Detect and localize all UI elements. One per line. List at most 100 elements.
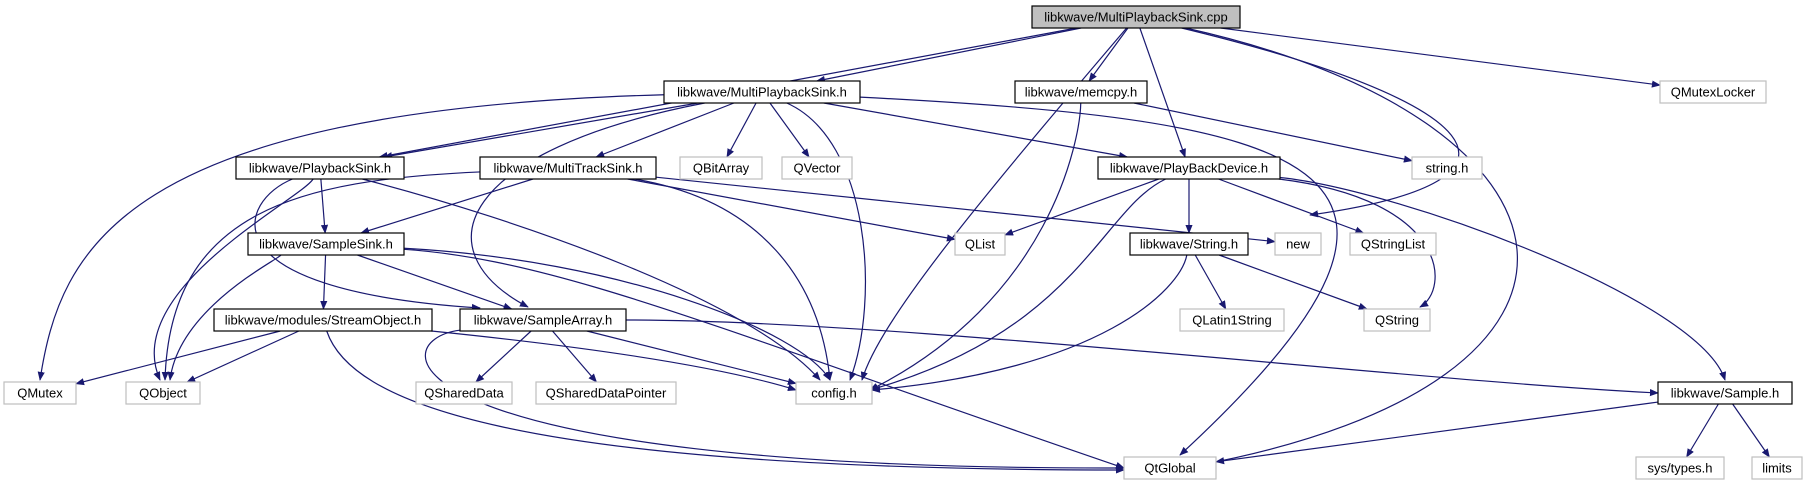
edge-n1-n5 xyxy=(595,102,735,158)
edge-n4-n10 xyxy=(320,178,329,234)
node-box xyxy=(1097,156,1281,180)
edge-n5-n10 xyxy=(360,178,534,235)
node-box xyxy=(3,381,77,405)
node-label: libkwave/modules/StreamObject.h xyxy=(225,313,422,328)
graph-node-n27: limits xyxy=(1751,456,1803,480)
edge-n1-n25 xyxy=(859,96,1338,456)
edge-n15-n23 xyxy=(431,330,797,392)
edge-n1-n19 xyxy=(37,94,665,381)
edge-n24-n25 xyxy=(1215,401,1659,465)
graph-node-n1[interactable]: libkwave/MultiPlaybackSink.h xyxy=(663,80,861,104)
edge-n5-n11 xyxy=(627,178,956,242)
edge-n16-n23 xyxy=(586,330,797,385)
graph-node-n10[interactable]: libkwave/SampleSink.h xyxy=(247,232,405,256)
edge-n24-n27 xyxy=(1732,403,1770,458)
node-label: QString xyxy=(1375,313,1419,328)
node-box xyxy=(213,308,433,332)
graph-node-n26: sys/types.h xyxy=(1635,456,1725,480)
edge-n8-n11 xyxy=(1004,178,1159,236)
nodes-layer: libkwave/MultiPlaybackSink.cpp libkwave/M… xyxy=(3,5,1803,480)
graph-node-n16[interactable]: libkwave/SampleArray.h xyxy=(459,308,627,332)
edge-n14-n18 xyxy=(1218,254,1368,310)
node-label: string.h xyxy=(1426,161,1469,176)
graph-node-n23: config.h xyxy=(795,381,873,405)
graph-node-n21: QSharedData xyxy=(415,381,513,405)
graph-node-n18: QString xyxy=(1363,308,1431,332)
graph-node-n7: QVector xyxy=(781,156,853,180)
node-box xyxy=(247,232,405,256)
node-label: libkwave/MultiTrackSink.h xyxy=(493,161,642,176)
graph-node-n14[interactable]: libkwave/String.h xyxy=(1129,232,1249,256)
node-label: libkwave/PlaybackSink.h xyxy=(249,161,391,176)
node-box xyxy=(125,381,201,405)
edge-n5-n20 xyxy=(161,171,481,381)
edge-n5-n23 xyxy=(633,178,833,381)
node-label: QObject xyxy=(139,386,187,401)
edge-n0-n25 xyxy=(1185,27,1518,468)
graph-node-n5[interactable]: libkwave/MultiTrackSink.h xyxy=(479,156,657,180)
edge-n0-n1 xyxy=(815,27,1082,83)
graph-node-n2[interactable]: libkwave/memcpy.h xyxy=(1014,80,1148,104)
node-box xyxy=(1363,308,1431,332)
node-label: libkwave/memcpy.h xyxy=(1025,85,1137,100)
graph-node-n0: libkwave/MultiPlaybackSink.cpp xyxy=(1031,5,1241,29)
graph-node-n11: QList xyxy=(954,232,1006,256)
edge-n10-n15 xyxy=(320,254,328,310)
node-label: QSharedDataPointer xyxy=(546,386,667,401)
edge-n0-n3 xyxy=(1220,27,1661,88)
edge-n16-n25 xyxy=(424,329,1125,472)
graph-node-n12: new xyxy=(1274,232,1322,256)
graph-node-n4[interactable]: libkwave/PlaybackSink.h xyxy=(235,156,405,180)
edge-n0-n8 xyxy=(1139,27,1186,158)
edge-n8-n13 xyxy=(1218,178,1365,234)
edge-n2-n23 xyxy=(869,102,1082,391)
edge-n1-n7 xyxy=(769,102,810,158)
edge-n10-n16 xyxy=(357,254,513,310)
graph-node-n15[interactable]: libkwave/modules/StreamObject.h xyxy=(213,308,433,332)
node-box xyxy=(1659,80,1767,104)
node-box xyxy=(1123,456,1217,480)
edge-n8-n24 xyxy=(1279,176,1726,381)
graph-node-n3: QMutexLocker xyxy=(1659,80,1767,104)
node-box xyxy=(1014,80,1148,104)
node-label: sys/types.h xyxy=(1647,461,1712,476)
node-label: QSharedData xyxy=(424,386,504,401)
edge-n16-n21 xyxy=(475,330,532,383)
node-label: config.h xyxy=(811,386,857,401)
edge-n15-n20 xyxy=(186,330,300,383)
node-box xyxy=(1657,381,1793,405)
edge-n10-n20 xyxy=(167,254,282,381)
node-box xyxy=(954,232,1006,256)
graph-node-n24[interactable]: libkwave/Sample.h xyxy=(1657,381,1793,405)
edge-n14-n23 xyxy=(871,254,1188,393)
node-box xyxy=(1635,456,1725,480)
edge-n1-n16 xyxy=(471,102,705,308)
graph-node-n13: QStringList xyxy=(1349,232,1437,256)
node-box xyxy=(535,381,677,405)
node-label: libkwave/MultiPlaybackSink.h xyxy=(677,85,847,100)
node-label: limits xyxy=(1762,461,1792,476)
node-box xyxy=(235,156,405,180)
node-label: libkwave/PlayBackDevice.h xyxy=(1110,161,1268,176)
node-box xyxy=(781,156,853,180)
node-label: QBitArray xyxy=(693,161,750,176)
graph-node-n8[interactable]: libkwave/PlayBackDevice.h xyxy=(1097,156,1281,180)
node-label: QMutexLocker xyxy=(1671,85,1756,100)
node-box xyxy=(1179,308,1285,332)
node-box xyxy=(1274,232,1322,256)
node-label: libkwave/Sample.h xyxy=(1671,386,1779,401)
node-label: libkwave/String.h xyxy=(1140,237,1238,252)
node-box xyxy=(459,308,627,332)
edge-n15-n19 xyxy=(75,330,281,386)
node-label: libkwave/SampleArray.h xyxy=(474,313,612,328)
graph-node-n22: QSharedDataPointer xyxy=(535,381,677,405)
node-box xyxy=(479,156,657,180)
node-box xyxy=(679,156,763,180)
edge-n1-n23 xyxy=(786,102,867,381)
node-label: QtGlobal xyxy=(1144,461,1195,476)
graph-node-n25: QtGlobal xyxy=(1123,456,1217,480)
node-label: QList xyxy=(965,237,996,252)
edge-n10-n25 xyxy=(403,248,1125,469)
